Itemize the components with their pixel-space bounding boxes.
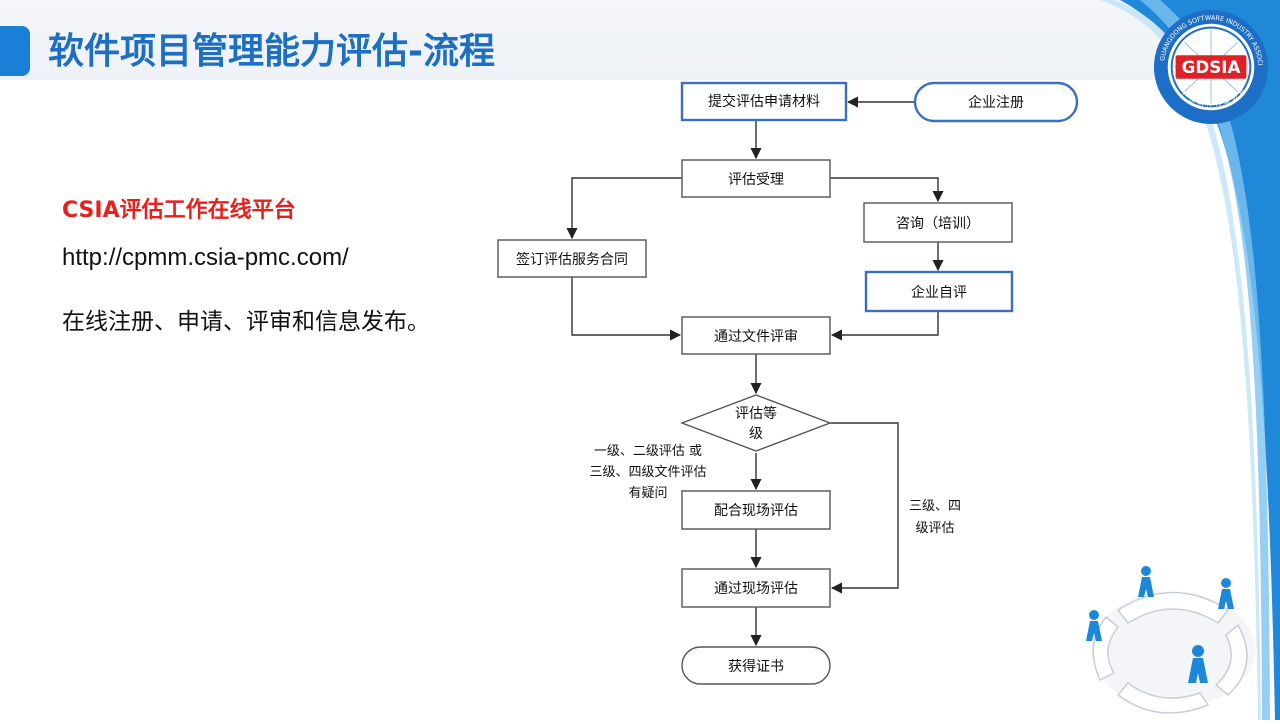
node-sign-contract: 签订评估服务合同 <box>497 239 647 278</box>
node-doc-review-label: 通过文件评审 <box>714 329 798 345</box>
logo-center-text: GDSIA <box>1182 57 1241 77</box>
platform-title: CSIA评估工作在线平台 <box>62 198 296 223</box>
node-submit-label: 提交评估申请材料 <box>708 93 820 110</box>
platform-url[interactable]: http://cpmm.csia-pmc.com/ <box>62 244 349 271</box>
node-consult-label: 咨询（培训） <box>896 216 980 232</box>
flowchart-panel: 提交评估申请材料 企业注册 评估受理 咨询（培训） 签订评估服务合同 企业自评 … <box>496 80 1096 720</box>
node-self-evaluation: 企业自评 <box>864 270 1014 313</box>
edge-label-right-line2: 级评估 <box>915 521 954 536</box>
edge-label-left-line3: 有疑问 <box>628 485 667 501</box>
gdsia-logo: GDSIA GUANGDONG SOFTWARE INDUSTRY ASSOCI… <box>1152 8 1269 125</box>
node-onsite-cooperation: 配合现场评估 <box>681 490 831 530</box>
node-level-decision: 评估等 级 <box>680 394 832 452</box>
node-pass-onsite-label: 通过现场评估 <box>714 581 798 597</box>
edge-label-left-line1: 一级、二级评估 或 <box>594 444 702 459</box>
title-accent-bar <box>0 26 30 76</box>
decorative-swoosh <box>1100 0 1280 720</box>
page-title: 软件项目管理能力评估-流程 <box>48 31 495 72</box>
edge-label-left-line2: 三级、四级文件评估 <box>589 465 706 480</box>
node-certificate-label: 获得证书 <box>728 658 784 675</box>
edge-label-right-line1: 三级、四 <box>909 499 961 514</box>
node-level-line2: 级 <box>749 426 763 442</box>
node-submit-application: 提交评估申请材料 <box>680 81 848 122</box>
node-certificate: 获得证书 <box>681 646 831 685</box>
node-pass-onsite: 通过现场评估 <box>681 568 831 608</box>
node-level-line1: 评估等 <box>735 405 777 422</box>
node-sign-label: 签订评估服务合同 <box>516 251 628 268</box>
process-flowchart: 提交评估申请材料 企业注册 评估受理 咨询（培训） 签订评估服务合同 企业自评 … <box>497 81 1079 685</box>
platform-description: 在线注册、申请、评审和信息发布。 <box>62 309 430 335</box>
node-consult: 咨询（培训） <box>863 202 1013 243</box>
node-accept-label: 评估受理 <box>728 172 784 188</box>
node-onsite-label: 配合现场评估 <box>714 503 798 519</box>
node-self-eval-label: 企业自评 <box>911 284 967 301</box>
node-company-register: 企业注册 <box>913 81 1079 123</box>
node-document-review: 通过文件评审 <box>681 316 831 355</box>
node-register-label: 企业注册 <box>968 94 1024 111</box>
node-accept: 评估受理 <box>681 159 831 198</box>
title-band <box>0 0 1280 80</box>
teamwork-illustration <box>1086 566 1255 714</box>
